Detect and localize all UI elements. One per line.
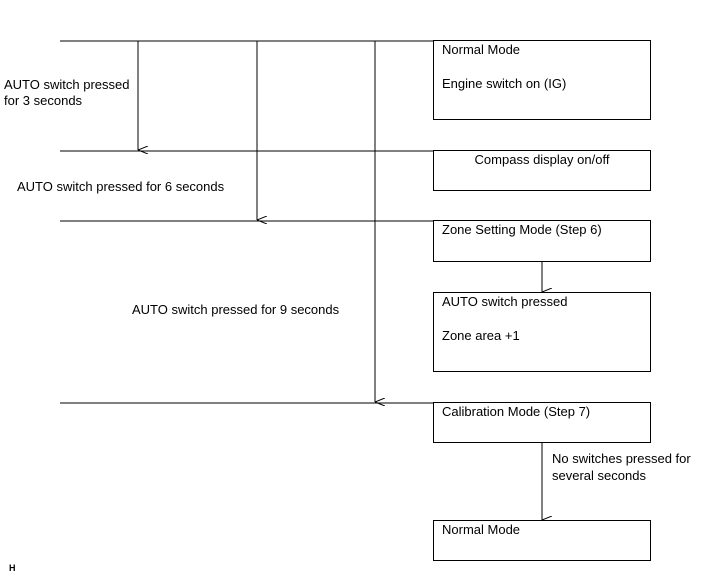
zone-setting-box: Zone Setting Mode (Step 6) [433, 220, 651, 262]
label-6-seconds: AUTO switch pressed for 6 seconds [17, 179, 225, 194]
engine-switch-text: Engine switch on (IG) [442, 76, 567, 91]
label-3-seconds-line2: for 3 seconds [4, 93, 83, 108]
label-9-seconds: AUTO switch pressed for 9 seconds [132, 302, 340, 317]
normal-mode-bottom-box: Normal Mode [433, 520, 651, 561]
footer-mark: H [9, 563, 16, 573]
normal-mode-box: Normal Mode Engine switch on (IG) [433, 40, 651, 120]
zone-area-text: Zone area +1 [442, 328, 520, 343]
normal-mode-bottom-title: Normal Mode [442, 522, 521, 537]
auto-switch-pressed-box: AUTO switch pressed Zone area +1 [433, 292, 651, 372]
label-3-seconds-line1: AUTO switch pressed [4, 77, 130, 92]
compass-display-text: Compass display on/off [474, 152, 610, 167]
compass-display-box: Compass display on/off [433, 150, 651, 191]
normal-mode-title: Normal Mode [442, 42, 521, 57]
calibration-mode-title: Calibration Mode (Step 7) [442, 404, 591, 419]
label-no-switches-line1: No switches pressed for [552, 451, 691, 466]
calibration-mode-box: Calibration Mode (Step 7) [433, 402, 651, 443]
auto-switch-pressed-title: AUTO switch pressed [442, 294, 568, 309]
label-no-switches-line2: several seconds [552, 468, 646, 483]
zone-setting-title: Zone Setting Mode (Step 6) [442, 222, 602, 237]
